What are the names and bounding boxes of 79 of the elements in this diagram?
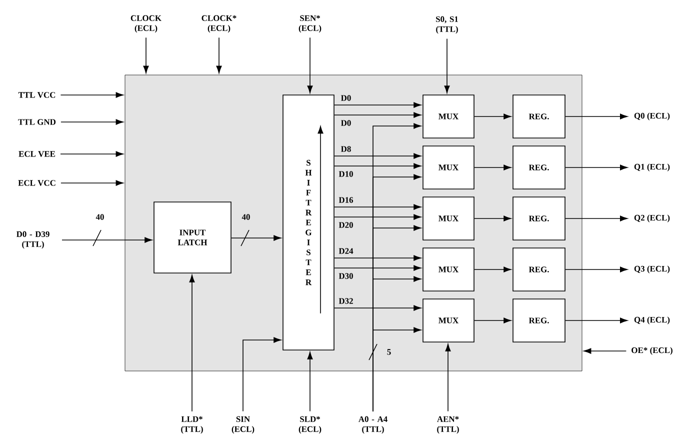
signal-label: Q3 (ECL) — [634, 266, 670, 274]
signal-label: CLOCK* (ECL) — [202, 15, 236, 33]
mux-box: MUX — [422, 196, 474, 240]
mux-box: MUX — [422, 298, 474, 342]
latch-box: INPUT LATCH — [154, 202, 232, 274]
arrow — [474, 216, 512, 222]
signal-label: SIN (ECL) — [232, 416, 254, 434]
edge-label: D20 — [338, 222, 354, 228]
mux-box: MUX — [422, 94, 474, 138]
signal-label: TTL GND — [18, 119, 56, 125]
signal-label: Q1 (ECL) — [634, 164, 670, 172]
signal-label: Q4 (ECL) — [634, 316, 670, 324]
arrow — [334, 214, 422, 220]
arrow — [242, 337, 282, 412]
edge-label: D30 — [338, 272, 354, 280]
signal-label: OE* (ECL) — [632, 347, 672, 355]
arrow — [143, 37, 149, 74]
arrow — [334, 305, 422, 311]
arrow — [334, 204, 422, 210]
arrow — [60, 119, 124, 125]
arrow — [474, 318, 512, 324]
arrow — [307, 352, 313, 412]
arrow — [444, 38, 450, 94]
edge-label: D32 — [338, 298, 354, 304]
signal-label: A0 - A4 (TTL) — [358, 416, 388, 434]
signal-label: AEN* (TTL) — [437, 416, 459, 434]
arrow — [334, 112, 422, 118]
signal-label: D0 - D39 (TTL) — [16, 231, 50, 249]
arrow — [334, 102, 422, 108]
edge-label: D10 — [338, 170, 354, 178]
edge-label: D24 — [338, 248, 354, 254]
register-box: REG. — [512, 298, 566, 342]
signal-label: S0, S1 (TTL) — [436, 16, 458, 34]
arrow — [474, 164, 512, 170]
arrow — [60, 92, 124, 98]
signal-label: LLD* (TTL) — [181, 416, 203, 434]
arrow — [334, 163, 422, 169]
arrow — [189, 274, 195, 412]
arrow — [334, 255, 422, 261]
arrow — [62, 237, 152, 243]
mux-box: MUX — [422, 146, 474, 190]
arrow — [565, 164, 628, 170]
arrow — [334, 265, 422, 271]
arrow — [231, 235, 282, 241]
arrow — [565, 318, 628, 324]
arrow — [60, 180, 124, 186]
signal-label: Q2 (ECL) — [634, 214, 670, 222]
arrow — [60, 151, 124, 157]
signal-label: ECL VCC — [18, 180, 56, 186]
register-box: REG. — [512, 94, 566, 138]
arrow — [474, 266, 512, 272]
edge-label: D8 — [340, 146, 352, 152]
edge-label: 40 — [95, 214, 105, 220]
signal-label: ECL VEE — [18, 151, 56, 157]
register-box: REG. — [512, 248, 566, 292]
signal-label: SLD* (ECL) — [298, 416, 322, 434]
arrow — [372, 327, 422, 412]
mux-box: MUX — [422, 248, 474, 292]
signal-label: Q0 (ECL) — [634, 112, 670, 120]
arrow — [334, 153, 422, 159]
arrow — [445, 344, 451, 412]
signal-label: CLOCK (ECL) — [130, 15, 162, 33]
edge-label: 40 — [241, 214, 251, 220]
edge-label: D0 — [340, 94, 352, 102]
edge-label: D0 — [340, 120, 352, 126]
arrow — [565, 114, 628, 120]
shift-register-box: SHIFT REGISTER — [282, 94, 334, 350]
register-box: REG. — [512, 196, 566, 240]
signal-label: SEN* (ECL) — [298, 15, 322, 33]
arrow — [565, 216, 628, 222]
arrow — [584, 348, 627, 354]
register-box: REG. — [512, 146, 566, 190]
arrow — [474, 114, 512, 120]
edge-label: D16 — [338, 196, 354, 204]
arrow — [565, 266, 628, 272]
edge-label: 5 — [386, 348, 392, 356]
signal-label: TTL VCC — [18, 92, 56, 98]
arrow — [307, 37, 313, 94]
arrow — [216, 37, 222, 74]
